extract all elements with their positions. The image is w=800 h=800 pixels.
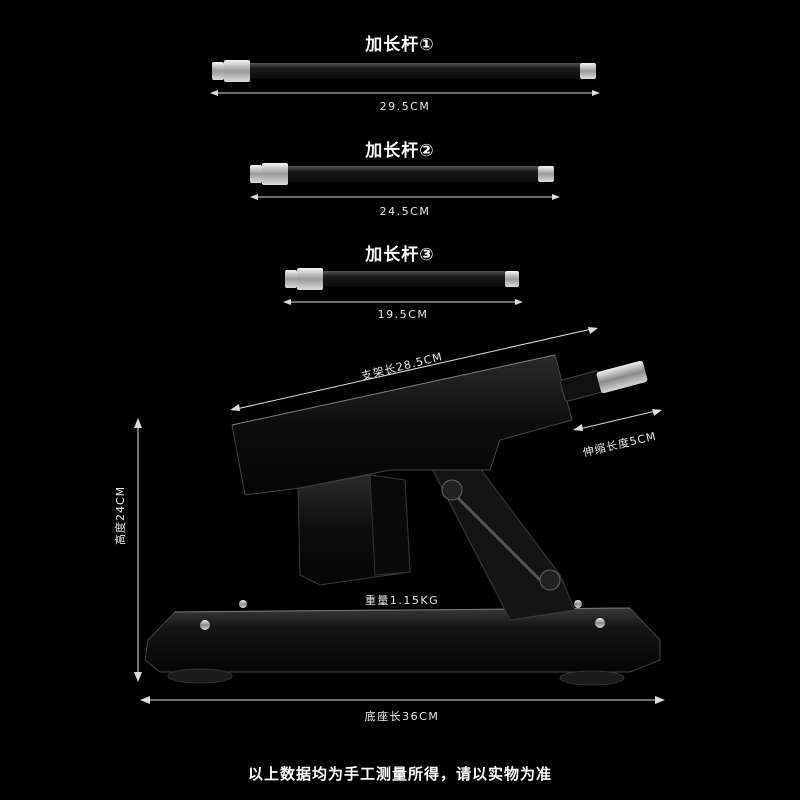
rod-3-dimension-arrow (283, 299, 523, 305)
rod-1-title: 加长杆① (365, 35, 435, 55)
rod-1-image (212, 60, 596, 82)
base-length-label: 底座长36CM (364, 710, 440, 723)
rod-3-title: 加长杆③ (365, 245, 435, 265)
footer-note: 以上数据均为手工测量所得，请以实物为准 (247, 765, 553, 783)
rod-2-title: 加长杆② (365, 141, 435, 161)
rod-2-length: 24.5CM (379, 205, 431, 218)
rod-2-dimension-arrow (250, 194, 560, 200)
rod-3-image (285, 268, 519, 290)
rod-3-length: 19.5CM (377, 308, 429, 321)
height-label: 高度24CM (114, 485, 127, 545)
rod-1-length: 29.5CM (379, 100, 431, 113)
weight-label: 重量1.15KG (364, 594, 440, 607)
rod-2-image (250, 163, 554, 185)
rod-1-dimension-arrow (210, 90, 600, 96)
